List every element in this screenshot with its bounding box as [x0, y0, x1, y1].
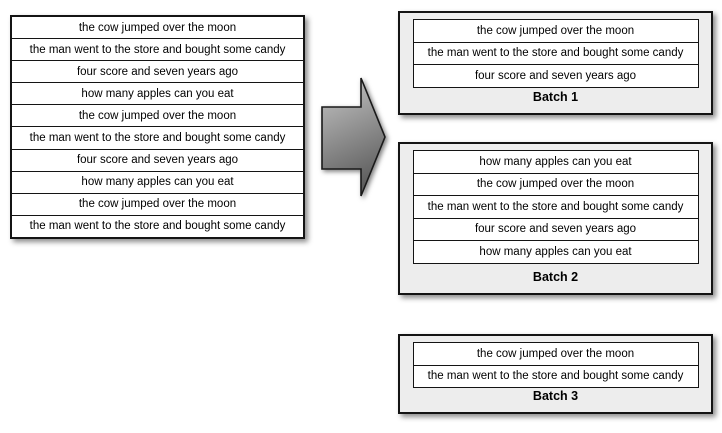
sentence-row: the man went to the store and bought som… — [413, 43, 698, 65]
batch-1-sentence-table: the cow jumped over the moon the man wen… — [412, 19, 699, 88]
batch-2-label: Batch 2 — [532, 270, 579, 284]
sentence-row: how many apples can you eat — [413, 151, 698, 174]
sentence-row: the cow jumped over the moon — [12, 17, 303, 40]
source-sentence-table: the cow jumped over the moon the man wen… — [10, 15, 305, 239]
batch-2-box: how many apples can you eat the cow jump… — [398, 142, 713, 295]
sentence-row: four score and seven years ago — [12, 150, 303, 172]
sentence-row: four score and seven years ago — [413, 219, 698, 241]
sentence-row: the cow jumped over the moon — [413, 343, 698, 366]
batch-3-sentence-table: the cow jumped over the moon the man wen… — [412, 342, 699, 388]
batch-1-label: Batch 1 — [532, 90, 579, 104]
sentence-row: the cow jumped over the moon — [413, 174, 698, 196]
batch-1-box: the cow jumped over the moon the man wen… — [398, 11, 713, 115]
sentence-row: the cow jumped over the moon — [12, 105, 303, 128]
sentence-row: the man went to the store and bought som… — [29, 220, 286, 233]
right-arrow-icon — [321, 77, 386, 197]
sentence-row: how many apples can you eat — [12, 83, 303, 106]
sentence-row: four score and seven years ago — [12, 61, 303, 84]
sentence-row: the man went to the store and bought som… — [12, 127, 303, 150]
sentence-row: the man went to the store and bought som… — [413, 196, 698, 219]
sentence-row: how many apples can you eat — [479, 245, 632, 258]
batch-3-label: Batch 3 — [532, 389, 579, 403]
batch-3-box: the cow jumped over the moon the man wen… — [398, 334, 713, 414]
batch-2-sentence-table: how many apples can you eat the cow jump… — [412, 150, 699, 264]
sentence-row: how many apples can you eat — [12, 172, 303, 194]
sentence-row: four score and seven years ago — [474, 69, 637, 82]
sentence-row: the man went to the store and bought som… — [427, 370, 684, 383]
sentence-row: the cow jumped over the moon — [413, 20, 698, 43]
sentence-row: the cow jumped over the moon — [12, 194, 303, 216]
sentence-row: the man went to the store and bought som… — [12, 39, 303, 62]
